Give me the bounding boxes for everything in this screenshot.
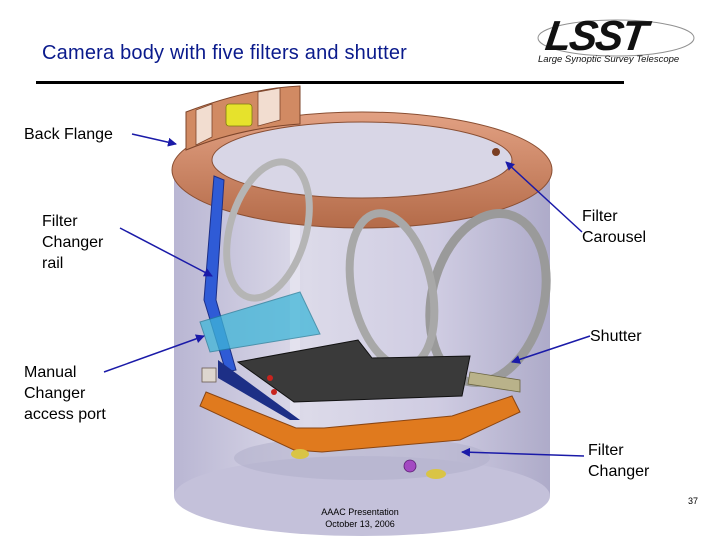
label-line: Changer bbox=[588, 463, 650, 480]
logo-swoosh bbox=[537, 19, 695, 57]
logo-subtitle: Large Synoptic Survey Telescope bbox=[538, 54, 680, 65]
arrow-filter-changer-rail bbox=[119, 227, 213, 277]
label-line: access port bbox=[24, 406, 106, 423]
footer-line: October 13, 2006 bbox=[325, 519, 395, 529]
label-filter-carousel: Filter Carousel bbox=[582, 206, 646, 248]
title-underline bbox=[36, 81, 624, 84]
arrow-filter-carousel bbox=[505, 161, 583, 233]
label-line: rail bbox=[42, 255, 64, 272]
footer: AAAC Presentation October 13, 2006 bbox=[300, 506, 420, 530]
arrow-filter-changer bbox=[461, 447, 585, 457]
back-flange bbox=[171, 85, 553, 229]
label-manual-access-port: Manual Changer access port bbox=[24, 362, 106, 425]
arrow-manual-access-port bbox=[103, 334, 205, 373]
lsst-logo: LSST Large Synoptic Survey Telescope bbox=[536, 12, 696, 66]
callout-arrows bbox=[103, 133, 591, 457]
shutter bbox=[199, 291, 321, 353]
label-filter-changer-rail: Filter Changer rail bbox=[42, 211, 103, 274]
label-back-flange: Back Flange bbox=[24, 126, 113, 143]
label-line: Filter bbox=[42, 213, 78, 230]
footer-line: AAAC Presentation bbox=[321, 507, 399, 517]
label-line: Filter bbox=[588, 442, 624, 459]
label-filter-changer: Filter Changer bbox=[588, 440, 649, 482]
arrow-shutter bbox=[511, 335, 591, 364]
label-line: Changer bbox=[42, 234, 104, 251]
label-shutter: Shutter bbox=[590, 328, 642, 345]
filter-changer bbox=[199, 339, 521, 479]
arrow-back-flange bbox=[131, 133, 177, 147]
label-line: Filter bbox=[582, 208, 618, 225]
page-title: Camera body with five filters and shutte… bbox=[42, 42, 408, 64]
page-number: 37 bbox=[688, 496, 699, 506]
label-line: Carousel bbox=[582, 229, 647, 246]
label-line: Changer bbox=[24, 385, 86, 402]
label-line: Manual bbox=[24, 364, 77, 381]
